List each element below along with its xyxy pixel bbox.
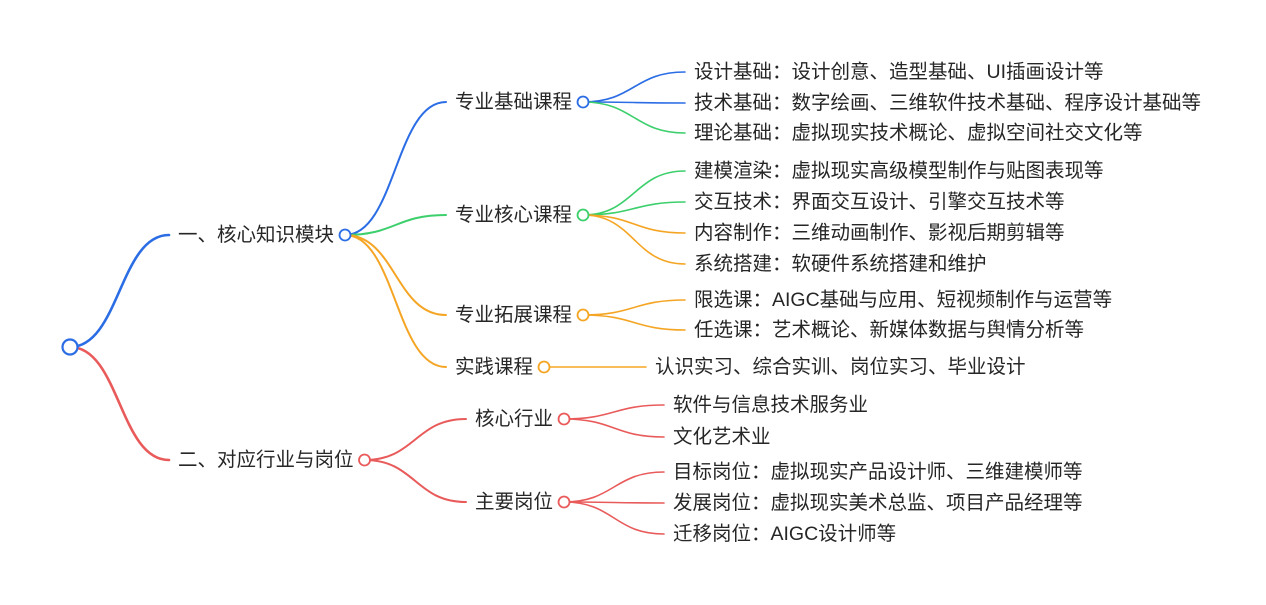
link-software-it-services: [563, 404, 665, 420]
link-transfer-positions: [563, 501, 665, 535]
link-target-positions: [563, 471, 665, 503]
toggle-professional-extension-courses[interactable]: [576, 308, 590, 322]
link-development-positions: [563, 501, 665, 504]
link-interaction-technology: [582, 201, 686, 216]
link-design-foundation: [582, 71, 686, 103]
link-core-industries: [363, 418, 467, 461]
link-system-building: [582, 214, 686, 265]
toggle-core-knowledge-module[interactable]: [338, 228, 352, 242]
link-practice-courses: [344, 234, 447, 368]
link-professional-extension-courses: [344, 234, 447, 316]
toggle-main-positions[interactable]: [557, 495, 571, 509]
root-node-toggle[interactable]: [61, 338, 79, 356]
toggle-industries-and-positions[interactable]: [358, 453, 371, 467]
link-free-electives: [582, 314, 686, 331]
link-technical-foundation: [582, 101, 686, 104]
node-industries-and-positions: 二、对应行业与岗位: [178, 449, 354, 471]
link-professional-core-courses: [344, 214, 447, 236]
node-system-building: 系统搭建：软硬件系统搭建和维护: [694, 253, 987, 275]
node-free-electives: 任选课：艺术概论、新媒体数据与舆情分析等: [694, 319, 1084, 341]
node-technical-foundation: 技术基础：数字绘画、三维软件技术基础、程序设计基础等: [694, 92, 1201, 114]
node-practice-items: 认识实习、综合实训、岗位实习、毕业设计: [655, 356, 1026, 378]
link-layer: [68, 71, 686, 535]
node-culture-arts: 文化艺术业: [673, 426, 771, 448]
node-development-positions: 发展岗位：虚拟现实美术总监、项目产品经理等: [673, 492, 1083, 514]
node-core-knowledge-module: 一、核心知识模块: [178, 224, 334, 246]
node-design-foundation: 设计基础：设计创意、造型基础、UI插画设计等: [694, 61, 1104, 83]
toggle-professional-core-courses[interactable]: [576, 208, 590, 222]
node-content-production: 内容制作：三维动画制作、影视后期剪辑等: [694, 222, 1065, 244]
link-professional-foundation-courses: [344, 101, 447, 236]
node-modeling-rendering: 建模渲染：虚拟现实高级模型制作与贴图表现等: [694, 160, 1104, 182]
node-professional-foundation-courses: 专业基础课程: [455, 91, 572, 113]
link-industries-and-positions: [68, 345, 171, 462]
node-practice-courses: 实践课程: [455, 356, 533, 378]
node-transfer-positions: 迁移岗位：AIGC设计师等: [673, 523, 896, 545]
link-core-knowledge-module: [68, 233, 171, 349]
link-theory-foundation: [582, 101, 686, 134]
toggle-core-industries[interactable]: [557, 412, 571, 426]
node-interaction-technology: 交互技术：界面交互设计、引擎交互技术等: [694, 191, 1065, 213]
toggle-professional-foundation-courses[interactable]: [576, 95, 590, 109]
toggle-layer: [61, 95, 590, 509]
toggle-practice-courses[interactable]: [537, 360, 551, 374]
node-software-it-services: 软件与信息技术服务业: [673, 394, 868, 416]
link-modeling-rendering: [582, 170, 686, 216]
node-main-positions: 主要岗位: [475, 491, 553, 513]
label-layer: 一、核心知识模块 专业基础课程 设计基础：设计创意、造型基础、UI插画设计等 技…: [178, 61, 1201, 545]
node-theory-foundation: 理论基础：虚拟现实技术概论、虚拟空间社交文化等: [694, 122, 1143, 144]
link-culture-arts: [563, 418, 665, 438]
link-restricted-electives: [582, 299, 686, 316]
node-core-industries: 核心行业: [475, 408, 553, 430]
node-target-positions: 目标岗位：虚拟现实产品设计师、三维建模师等: [673, 461, 1083, 483]
node-restricted-electives: 限选课：AIGC基础与应用、短视频制作与运营等: [694, 289, 1112, 311]
node-professional-core-courses: 专业核心课程: [455, 204, 572, 226]
link-main-positions: [363, 459, 467, 503]
node-professional-extension-courses: 专业拓展课程: [455, 304, 572, 326]
link-content-production: [582, 214, 686, 234]
